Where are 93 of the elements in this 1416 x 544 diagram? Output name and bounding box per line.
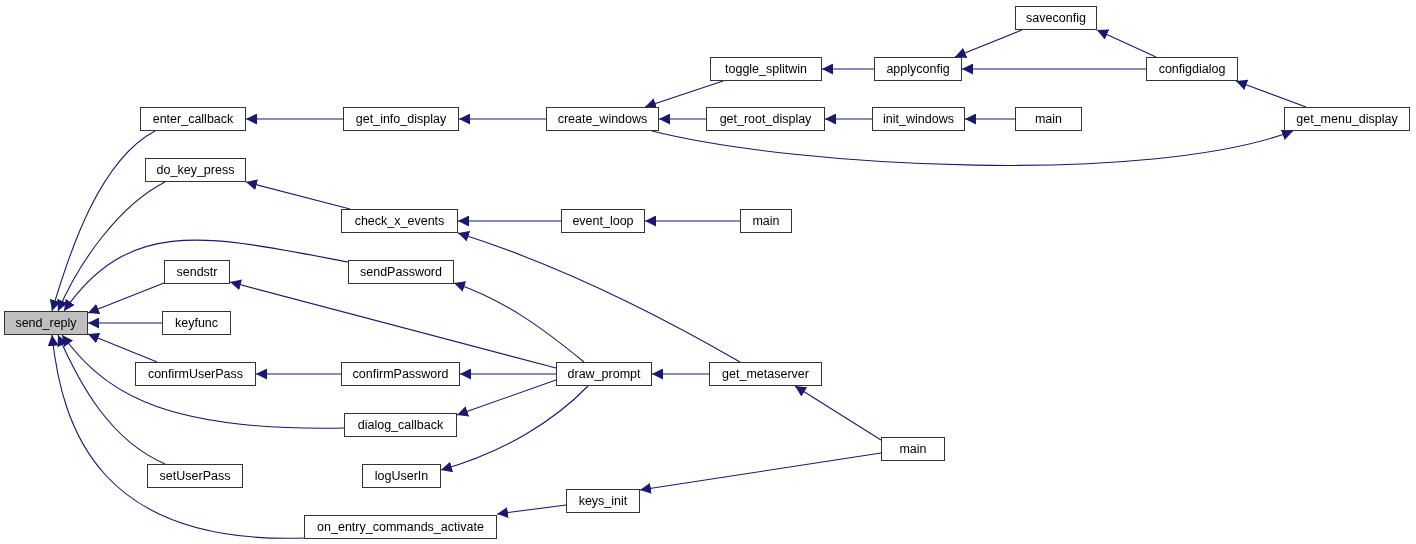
arrow (245, 113, 344, 125)
arrow (457, 231, 741, 363)
function-box (740, 209, 792, 233)
function-box (341, 209, 458, 233)
function-box (872, 107, 965, 131)
function-box (1284, 107, 1410, 131)
function-box (304, 515, 497, 539)
function-name: draw_prompt (567, 365, 641, 383)
function-name: get_metaserver (722, 365, 809, 383)
function-box (4, 311, 88, 335)
function-name: logUserIn (374, 467, 429, 485)
function-box (362, 464, 441, 488)
arrow (794, 385, 882, 441)
arrow (48, 334, 305, 539)
function-name: sendstr (176, 263, 218, 281)
function-box (710, 57, 822, 81)
arrow (49, 130, 156, 312)
function-name: main (1034, 110, 1063, 128)
function-box (147, 464, 243, 488)
function-box (343, 107, 459, 131)
function-name: get_info_display (355, 110, 447, 128)
function-name: sendPassword (360, 263, 442, 281)
function-box (140, 107, 246, 131)
function-name: dialog_callback (357, 416, 444, 434)
arrow (1096, 29, 1157, 58)
function-box (1146, 57, 1238, 81)
function-name: keyfunc (174, 314, 219, 332)
arrow (644, 215, 741, 227)
arrow (229, 279, 557, 369)
function-name: main (899, 440, 927, 458)
function-name: applyconfig (886, 60, 950, 78)
function-box (881, 437, 945, 461)
function-box (874, 57, 962, 81)
function-box (348, 260, 454, 284)
arrow (87, 333, 158, 363)
arrow (87, 282, 165, 315)
function-name: do_key_press (156, 161, 235, 179)
arrow (651, 128, 1294, 166)
arrow (821, 63, 875, 75)
function-box (566, 489, 640, 513)
function-name: check_x_events (354, 212, 445, 230)
function-name: event_loop (572, 212, 634, 230)
arrow (458, 113, 547, 125)
arrow (459, 368, 557, 380)
function-name: create_windows (557, 110, 648, 128)
function-name: saveconfig (1026, 9, 1086, 27)
function-box (556, 362, 652, 386)
arrow (440, 385, 589, 473)
arrow (496, 504, 567, 519)
function-box (145, 158, 246, 182)
function-box (1015, 6, 1097, 30)
function-box (341, 362, 460, 386)
arrow (964, 113, 1016, 125)
arrow (457, 215, 562, 227)
arrow (57, 334, 166, 465)
function-name: init_windows (883, 110, 954, 128)
arrow (658, 113, 707, 125)
function-box (546, 107, 659, 131)
function-box (162, 311, 231, 335)
arrow (644, 80, 724, 109)
function-name: configdialog (1158, 60, 1226, 78)
arrow (453, 281, 585, 363)
arrow (255, 368, 342, 380)
function-name: enter_callback (152, 110, 234, 128)
arrow (954, 29, 1023, 58)
function-box (344, 413, 457, 437)
function-name: confirmPassword (352, 365, 449, 383)
arrow (57, 181, 166, 312)
arrow (651, 368, 710, 380)
function-box (164, 260, 230, 284)
function-name: toggle_splitwin (725, 60, 807, 78)
arrow (63, 239, 349, 312)
arrow (245, 179, 351, 210)
function-name: setUserPass (159, 467, 231, 485)
arrow (456, 379, 557, 417)
function-name: confirmUserPass (147, 365, 244, 383)
function-box (709, 362, 822, 386)
function-name: on_entry_commands_activate (317, 518, 484, 536)
arrow (961, 63, 1147, 75)
function-box (135, 362, 256, 386)
arrow (87, 317, 163, 329)
arrow (61, 334, 345, 429)
function-name: get_menu_display (1296, 110, 1398, 128)
function-name: send_reply (15, 314, 77, 332)
function-name: main (752, 212, 780, 230)
arrow (639, 452, 882, 494)
function-box (561, 209, 645, 233)
arrow (1235, 79, 1307, 108)
function-box (1015, 107, 1082, 131)
function-box (706, 107, 825, 131)
function-name: get_root_display (719, 110, 812, 128)
function-name: keys_init (578, 492, 628, 510)
arrow (824, 113, 873, 125)
